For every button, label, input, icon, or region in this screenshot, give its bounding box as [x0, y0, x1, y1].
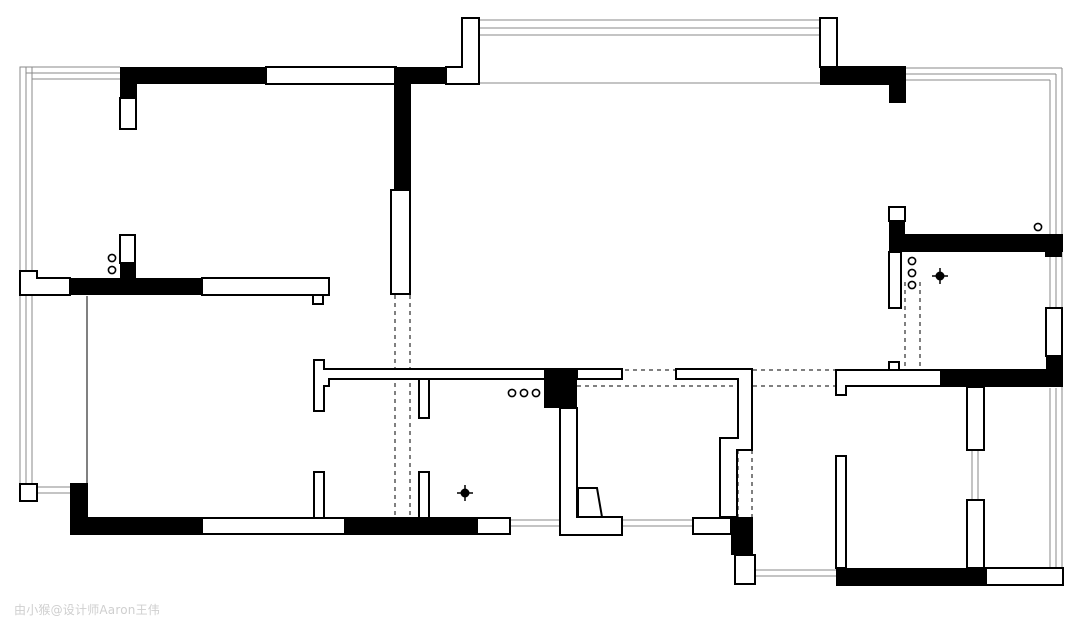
wall-left-mid-stub-top — [119, 234, 136, 264]
circle-icon — [107, 265, 117, 275]
pipe-outlets-left — [107, 253, 117, 275]
wall-right-ext-hollow — [1045, 307, 1063, 357]
wall-right-bed-top-stub — [888, 206, 906, 222]
wall-bottom-solid-1 — [70, 517, 202, 535]
wall-right-lower-vert-2 — [966, 499, 985, 569]
wall-bottom-solid-2 — [345, 517, 477, 535]
wall-bay-pier-left — [445, 17, 480, 85]
wall-left-mid-hollow-start — [19, 270, 71, 296]
wall-top-right-solid — [820, 66, 906, 85]
fixtures — [107, 222, 1043, 501]
wall-bottom-left-post — [19, 483, 38, 502]
wall-bottom-hollow-2 — [476, 517, 511, 535]
wall-bottom-solid-3 — [731, 517, 753, 555]
circle-icon — [507, 388, 517, 398]
wall-left-mid-tip — [312, 294, 324, 305]
wall-right-lower-left — [835, 455, 847, 569]
walls — [19, 17, 1064, 586]
wall-right-bed-left-hollow — [888, 251, 902, 309]
wall-bath-divider-bottom — [418, 471, 430, 519]
floor-drain-bath — [457, 485, 473, 501]
crosshair-icon — [457, 485, 473, 501]
wall-left-mid-solid — [70, 278, 202, 295]
wall-top-left-hollow — [265, 66, 397, 85]
column-center — [544, 369, 577, 408]
wall-left-mid-stub-solid — [120, 262, 136, 278]
wall-bath-divider-top — [418, 378, 430, 419]
circle-icon — [107, 253, 117, 263]
wall-right-bed-top-solid — [889, 234, 1063, 252]
circle-icon — [907, 256, 917, 266]
pipe-outlets-bath — [507, 388, 541, 398]
wall-bottom-left-solid-vert — [70, 483, 88, 519]
wall-bottom-right-hollow — [985, 567, 1064, 586]
wall-right-ext-solid — [1046, 355, 1063, 373]
circle-icon — [907, 280, 917, 290]
wall-bath-left-lower — [313, 471, 325, 519]
wall-left-stub-hollow — [119, 97, 137, 130]
crosshair-icon — [932, 268, 948, 284]
wall-bay-pier-right — [819, 17, 838, 68]
wall-left-stub-solid — [120, 84, 137, 98]
circle-icon — [519, 388, 529, 398]
pipe-outlets-right — [907, 222, 1043, 290]
wall-right-mid-solid — [941, 369, 1063, 387]
wall-bath-top — [313, 359, 578, 412]
watermark: 由小猴@设计师Aaron王伟 — [14, 603, 160, 617]
circle-icon — [907, 268, 917, 278]
wall-left-mid-hollow — [201, 277, 330, 296]
wall-bottom-hollow-3 — [692, 517, 732, 535]
wall-center-vert-hollow — [390, 189, 411, 295]
wall-bottom-hollow-1 — [201, 517, 346, 535]
wall-bottom-right-solid — [836, 568, 986, 586]
wall-right-mid-hollow — [835, 369, 942, 396]
wall-right-bed-top-endcap — [1045, 252, 1062, 257]
wall-center-vert-solid — [394, 84, 411, 190]
wall-kitchen-left — [559, 407, 623, 536]
wall-right-lower-vert-1 — [966, 386, 985, 451]
exterior-window-frames — [19, 19, 1063, 580]
wall-right-bed-top-solid-stub — [889, 221, 905, 235]
wall-top-mid-solid — [394, 67, 446, 84]
wall-top-left-solid — [120, 67, 266, 84]
wall-kitchen-right — [675, 368, 753, 518]
wall-bottom-post — [734, 554, 756, 585]
floor-drain-right — [932, 268, 948, 284]
wall-top-right-stub — [889, 85, 906, 103]
wall-bath-right-top — [576, 368, 623, 380]
kitchen-fixture — [577, 487, 604, 518]
circle-icon — [531, 388, 541, 398]
circle-icon — [1033, 222, 1043, 232]
